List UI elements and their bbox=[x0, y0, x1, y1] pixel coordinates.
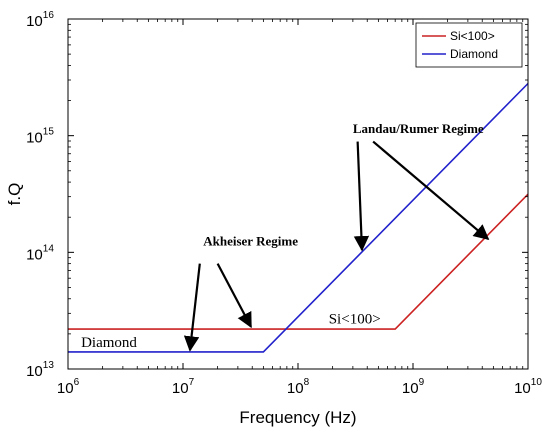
annotation-arrow-0-0 bbox=[353, 141, 370, 252]
y-tick-label-1: 1014 bbox=[26, 243, 54, 263]
legend-label-0: Si<100> bbox=[450, 29, 495, 43]
y-tick-label-2: 1015 bbox=[26, 127, 54, 147]
x-tick-label-2: 108 bbox=[287, 377, 310, 397]
y-tick-label-3: 1016 bbox=[26, 10, 54, 30]
y-axis-label: f.Q bbox=[5, 183, 24, 206]
annotation-arrow-1-0 bbox=[183, 263, 201, 352]
legend: Si<100> Diamond bbox=[415, 22, 523, 68]
axis-layer: 106 107 108 109 1010 1013 1014 1015 1016Frequenc… bbox=[5, 10, 542, 427]
annotation-arrow-1-1 bbox=[216, 263, 252, 329]
legend-label-1: Diamond bbox=[450, 47, 498, 61]
annotation-label-3: Si<100> bbox=[329, 312, 381, 328]
annotation-label-1: Akheiser Regime bbox=[203, 233, 298, 248]
annotation-label-0: Landau/Rumer Regime bbox=[353, 121, 484, 136]
x-axis-label: Frequency (Hz) bbox=[239, 408, 356, 427]
annotation-label-2: Diamond bbox=[81, 335, 137, 351]
annotation-arrow-0-1 bbox=[372, 140, 490, 241]
legend-box bbox=[415, 22, 523, 68]
y-tick-label-0: 1013 bbox=[26, 360, 54, 380]
series-line-1 bbox=[68, 82, 529, 353]
x-tick-label-3: 109 bbox=[402, 377, 425, 397]
x-tick-label-4: 1010 bbox=[514, 377, 542, 397]
x-tick-label-0: 106 bbox=[57, 377, 80, 397]
x-tick-label-1: 107 bbox=[172, 377, 195, 397]
